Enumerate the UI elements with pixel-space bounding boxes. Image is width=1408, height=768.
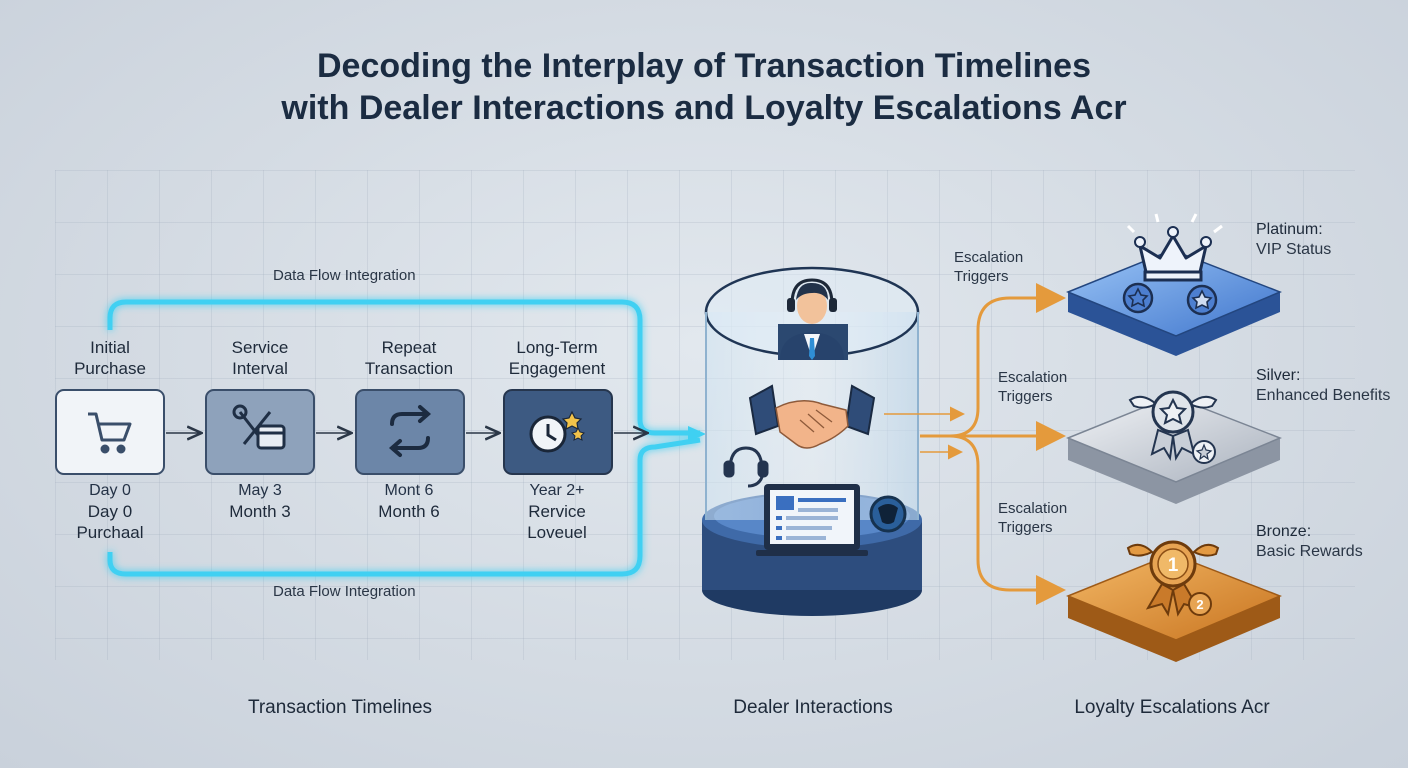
svg-text:2: 2 <box>1196 597 1203 612</box>
escalation-trigger-1: Escalation Triggers <box>954 248 1023 286</box>
flow-label-bottom: Data Flow Integration <box>273 583 416 600</box>
step-2-title-line1: Service <box>231 338 289 357</box>
step-1-title-line1: Initial <box>90 338 130 357</box>
escalation-trigger-2-line1: Escalation <box>998 369 1068 386</box>
step-3-timing-line2: Month 6 <box>378 502 440 521</box>
step-4-title-line1: Long-Term <box>516 338 598 357</box>
step-4-title-line2: Engagement <box>508 359 606 378</box>
step-2-timing-line2: Month 3 <box>229 502 291 521</box>
step-1-timing-line3: Purchaal <box>76 523 144 542</box>
escalation-trigger-3-line2: Triggers <box>998 519 1053 536</box>
title-line-2: with Dealer Interactions and Loyalty Esc… <box>281 89 1127 127</box>
step-4-title: Long-Term Engagement <box>477 337 637 379</box>
silver-tier-label: Silver: Enhanced Benefits <box>1256 366 1390 406</box>
step-4-timing-line2: Rervice <box>528 502 586 521</box>
step-1-title: Initial Purchase <box>30 337 190 379</box>
silver-tier-desc: Enhanced Benefits <box>1256 387 1391 404</box>
handshake-icon <box>748 384 876 449</box>
step-4-timing-line1: Year 2+ <box>529 482 585 499</box>
step-1-timing-line2: Day 0 <box>87 502 133 521</box>
step-2-timing: May 3 Month 3 <box>180 481 340 522</box>
silver-medal-icon <box>1128 390 1218 464</box>
title-line-1: Decoding the Interplay of Transaction Ti… <box>317 47 1091 85</box>
platinum-tier-platform <box>1066 249 1282 356</box>
silver-tier-name: Silver: <box>1256 367 1301 384</box>
escalation-paths <box>884 283 1066 605</box>
platinum-badges-icon <box>1122 282 1218 316</box>
laptop-dashboard-icon <box>756 484 868 556</box>
platinum-tier-name: Platinum: <box>1256 221 1323 238</box>
step-2-title: Service Interval <box>180 337 340 379</box>
escalation-trigger-2-line2: Triggers <box>998 388 1053 405</box>
step-3-timing-line1: Mont 6 <box>384 482 434 499</box>
step-2-title-line2: Interval <box>232 359 288 378</box>
platinum-tier-desc: VIP Status <box>1256 241 1332 258</box>
clock-star-icon <box>529 410 585 453</box>
bronze-medal-icon: 1 2 <box>1126 540 1220 617</box>
step-2-timing-line1: May 3 <box>238 482 282 499</box>
crown-icon <box>1126 213 1223 282</box>
step-3-timing: Mont 6 Month 6 <box>329 481 489 522</box>
step-4-timing: Year 2+ Rervice Loveuel <box>477 481 637 543</box>
step-box-3 <box>355 389 465 475</box>
headset-icon <box>723 446 769 488</box>
agent-avatar-icon <box>778 278 848 360</box>
section-label-loyalty-escalations: Loyalty Escalations Acr <box>1074 697 1270 718</box>
shopping-cart-icon <box>88 412 132 454</box>
step-4-timing-line3: Loveuel <box>527 523 587 542</box>
repeat-arrows-icon <box>388 405 432 457</box>
escalation-trigger-2: Escalation Triggers <box>998 368 1067 406</box>
step-1-title-line2: Purchase <box>74 359 146 378</box>
escalation-trigger-3-line1: Escalation <box>998 500 1068 517</box>
chat-bubble-icon <box>869 495 907 533</box>
escalation-trigger-3: Escalation Triggers <box>998 499 1067 537</box>
step-3-title-line1: Repeat <box>381 338 437 357</box>
svg-text:1: 1 <box>1168 555 1179 576</box>
section-label-transaction-timelines: Transaction Timelines <box>247 697 433 718</box>
wrench-calendar-icon <box>232 404 286 450</box>
platinum-tier-label: Platinum: VIP Status <box>1256 220 1331 260</box>
escalation-trigger-1-line2: Triggers <box>954 268 1009 285</box>
flow-arrow-head <box>688 426 706 442</box>
bronze-tier-label: Bronze: Basic Rewards <box>1256 522 1363 562</box>
step-1-timing: Day 0 Day 0 Purchaal <box>30 481 190 543</box>
bronze-tier-desc: Basic Rewards <box>1256 543 1363 560</box>
step-box-1 <box>55 389 165 475</box>
flow-label-top: Data Flow Integration <box>273 267 416 284</box>
bronze-tier-name: Bronze: <box>1256 523 1312 540</box>
step-1-timing-line1: Day 0 <box>89 482 131 499</box>
escalation-trigger-1-line1: Escalation <box>954 249 1024 266</box>
step-3-title-line2: Transaction <box>364 359 454 378</box>
step-3-title: Repeat Transaction <box>329 337 489 379</box>
section-label-dealer-interactions: Dealer Interactions <box>733 697 893 718</box>
